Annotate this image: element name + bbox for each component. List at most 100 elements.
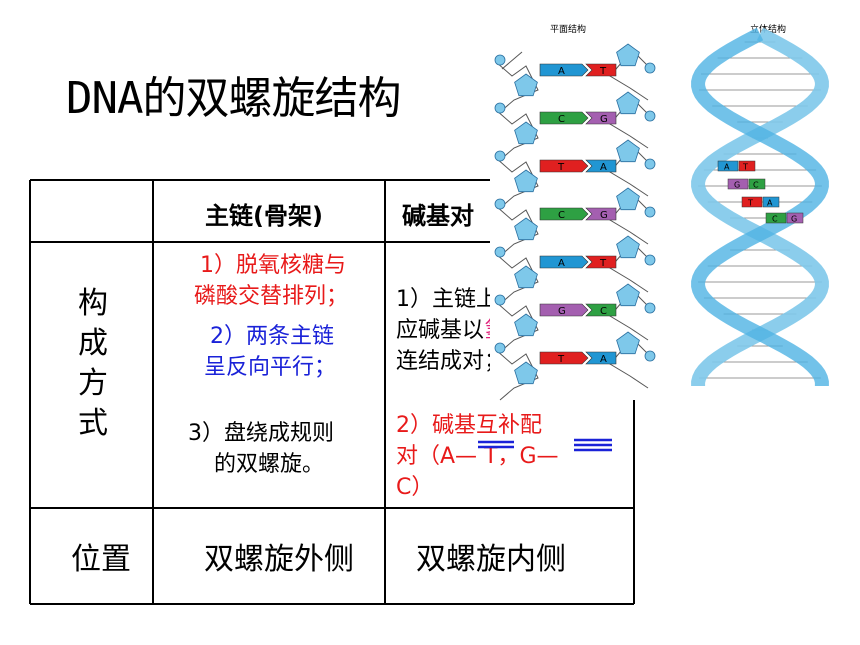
base-letter: A (558, 258, 565, 269)
deoxyribose-icon (514, 169, 538, 193)
text-line: 的双螺旋。 (214, 452, 325, 477)
text-line: 连结成对； (396, 349, 507, 374)
phosphate-icon (494, 102, 506, 114)
row-label-composition: 构 成 方 式 (76, 284, 110, 444)
row-label-char: 方 (78, 366, 108, 401)
text-line: C） (396, 475, 434, 500)
base-left (539, 159, 589, 173)
base-letter: C (558, 210, 565, 221)
page-title: DNA的双螺旋结构 (66, 73, 401, 124)
base-letter: C (772, 215, 778, 224)
base-right (585, 255, 617, 269)
base-letter: C (753, 181, 759, 190)
helix-base-left (717, 160, 739, 172)
deoxyribose-icon (514, 313, 538, 337)
text-line: 对（A— T，G— (396, 444, 559, 469)
helix-base-right (748, 178, 766, 190)
text-line: 3）盘绕成规则 (188, 421, 334, 446)
phosphate-icon (494, 246, 506, 258)
row-label-char: 成 (78, 326, 108, 361)
base-letter: A (724, 163, 730, 172)
text-line: 呈反向平行； (204, 355, 337, 380)
phosphate-icon (494, 342, 506, 354)
row-label-char: 构 (78, 286, 108, 321)
base-left (539, 303, 589, 317)
header-main-chain: 主链(骨架) (205, 202, 323, 230)
base-letter: C (600, 306, 607, 317)
base-left (539, 351, 589, 365)
main-chain-item-3: 3）盘绕成规则 的双螺旋。 (188, 418, 334, 480)
base-letter: A (558, 66, 565, 77)
base-right (585, 159, 617, 173)
header-base-pair: 碱基对 (402, 202, 474, 230)
main-chain-item-2: 2）两条主链 呈反向平行； (204, 321, 336, 383)
helix-base-right (738, 160, 756, 172)
helix-base-left (727, 178, 749, 190)
text-line: 2）两条主链 (210, 324, 334, 349)
row-label-position: 位置 (71, 542, 131, 577)
helix-base-left (741, 196, 763, 208)
phosphate-icon (644, 110, 656, 122)
text-line: 磷酸交替排列； (194, 284, 349, 309)
backbone-line (501, 51, 523, 70)
base-right (585, 303, 617, 317)
main-chain-position: 双螺旋外侧 (204, 542, 354, 577)
hydrogen-bond-marks (478, 438, 612, 452)
phosphate-icon (644, 350, 656, 362)
helix-strand (691, 27, 829, 386)
text-line: 应碱基以 (396, 318, 485, 343)
helix-base-right (786, 212, 804, 224)
base-right (585, 111, 617, 125)
base-left (539, 63, 589, 77)
flat-structure-label: 平面结构 (550, 23, 586, 35)
phosphate-icon (494, 150, 506, 162)
base-letter: T (742, 163, 748, 172)
deoxyribose-icon (514, 73, 538, 97)
base-right (585, 207, 617, 221)
base-pair-item-2: 2）碱基互补配 对（A— T，G— C） (396, 410, 559, 503)
base-letter: A (600, 162, 607, 173)
deoxyribose-icon (616, 283, 640, 307)
helix-strand (691, 27, 829, 386)
base-letter: T (557, 162, 565, 173)
deoxyribose-icon (514, 121, 538, 145)
phosphate-icon (644, 302, 656, 314)
base-letter: G (791, 215, 797, 224)
phosphate-icon (644, 206, 656, 218)
base-letter: A (600, 354, 607, 365)
base-left (539, 207, 589, 221)
base-letter: T (599, 258, 607, 269)
deoxyribose-icon (514, 265, 538, 289)
row-label-char: 式 (78, 406, 108, 441)
deoxyribose-icon (616, 91, 640, 115)
phosphate-icon (644, 254, 656, 266)
deoxyribose-icon (514, 361, 538, 385)
base-left (539, 111, 589, 125)
base-right (585, 63, 617, 77)
phosphate-icon (644, 158, 656, 170)
base-letter: T (599, 66, 607, 77)
base-letter: G (600, 210, 608, 221)
base-right (585, 351, 617, 365)
base-left (539, 255, 589, 269)
base-letter: C (558, 114, 565, 125)
text-line: 2）碱基互补配 (396, 413, 542, 438)
deoxyribose-icon (616, 331, 640, 355)
deoxyribose-icon (616, 187, 640, 211)
base-pair-position: 双螺旋内侧 (416, 542, 566, 577)
phosphate-icon (494, 198, 506, 210)
text-line: 1）脱氧核糖与 (200, 253, 346, 278)
phosphate-icon (644, 62, 656, 74)
base-letter: G (734, 181, 740, 190)
phosphate-icon (494, 54, 506, 66)
helix-structure-label: 立体结构 (750, 23, 786, 35)
base-letter: G (600, 114, 608, 125)
helix-base-left (765, 212, 787, 224)
main-chain-item-1: 1）脱氧核糖与 磷酸交替排列； (194, 250, 348, 312)
deoxyribose-icon (616, 43, 640, 67)
phosphate-icon (494, 294, 506, 306)
helix-base-right (762, 196, 780, 208)
